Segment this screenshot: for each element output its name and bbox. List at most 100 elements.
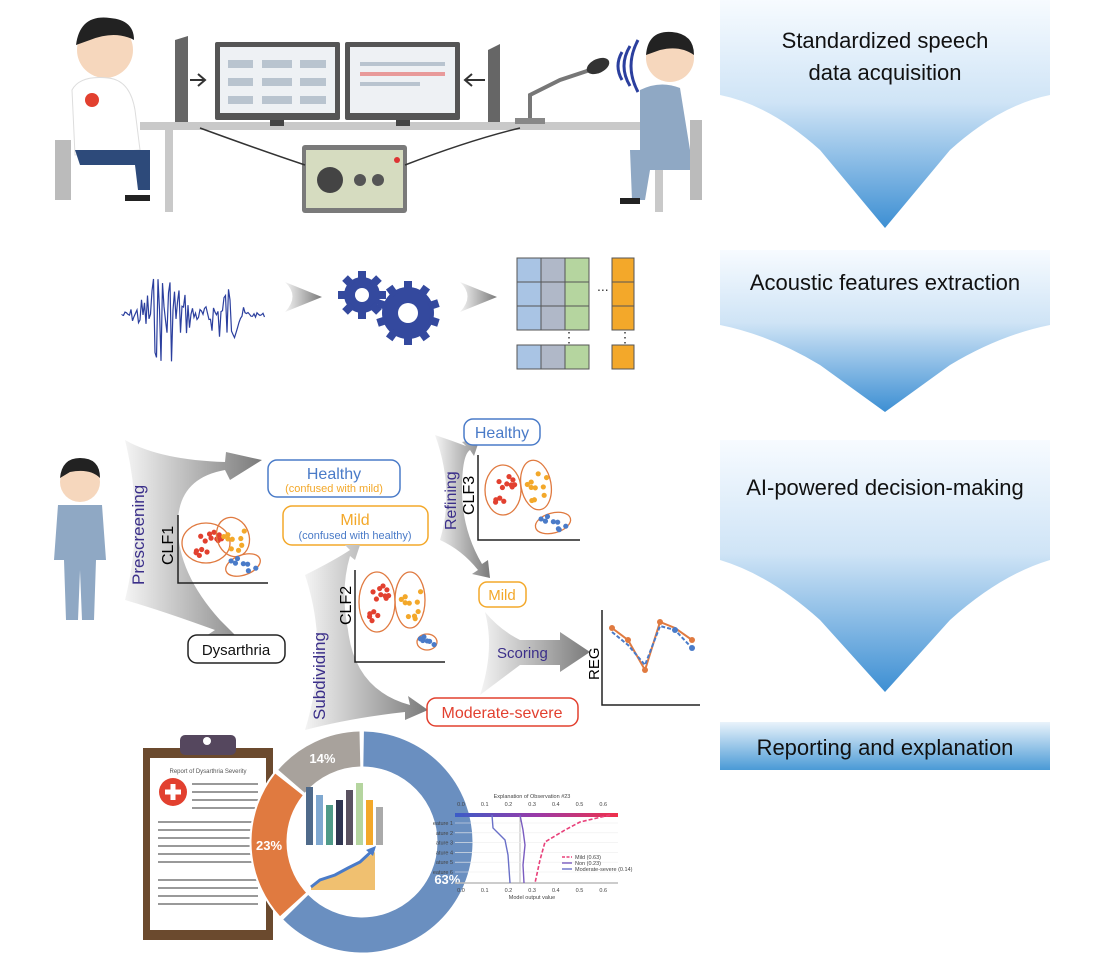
scatter-point [198,533,204,539]
cluster-ellipse [181,522,231,564]
donut-label: 14% [309,751,335,766]
x-tick-label: 0.0 [457,802,465,808]
moderate-severe-box [426,697,579,727]
healthy-final-label: Healthy [475,425,529,442]
scatter-point [531,497,538,503]
scatter-point [414,599,420,605]
report-title: Report of Dysarthria Severity [169,769,246,775]
scatter-point [235,547,242,553]
scatter-point [366,613,373,620]
gears-icon [338,271,440,345]
step-2-title: Acoustic features extraction [750,270,1020,295]
mild-explanation-line [534,814,611,884]
scatter-point [528,484,534,491]
scatter-point [535,471,541,477]
feature-cell [611,305,635,331]
scatter-point [431,641,437,648]
scoring-label: Scoring [497,645,548,662]
scatter-point [225,536,231,542]
explanation-title: Explanation of Observation #23 [494,794,571,800]
refining-label: Refining [443,471,460,530]
scatter-point [417,589,424,595]
x-tick-label: 0.1 [481,802,489,808]
scatter-point [543,474,550,481]
x-tick-label: 0.5 [576,802,584,808]
scatter-point [369,618,375,624]
scatter-point [232,560,239,566]
report-clipboard: Report of Dysarthria Severity [143,735,273,940]
feature-cell [516,281,542,307]
scatter-point [402,600,408,606]
scatter-point [411,613,418,619]
clf2-scatter: CLF2 [338,570,445,663]
feature-cell [611,257,635,283]
mini-bar [376,807,383,845]
cluster-ellipse [484,464,522,516]
scatter-point [216,532,222,538]
clf2-label: CLF2 [338,586,355,625]
doctor-side-screen [175,36,188,122]
scatter-point [239,542,245,548]
subdividing-label: Subdividing [310,632,329,720]
feature-cell [564,344,590,370]
mini-bar [316,795,323,845]
scatter-point [540,484,546,490]
clipboard-clip [180,735,236,755]
acquisition-scene [55,17,702,213]
mild-final-box [478,581,527,608]
speech-waveform [121,278,266,362]
x-tick-label: 0.6 [599,888,607,894]
donut-segment [251,731,473,953]
flow-arrow [285,282,322,312]
x-tick-label: 0.2 [505,888,513,894]
donut-label: 63% [434,872,460,887]
mild-final-label: Mild [488,587,516,604]
scatter-point [532,485,538,491]
x-tick-label: 0.4 [552,802,560,808]
trend-arrow-icon [310,849,374,889]
decision-flow: Prescreening CLF1 Healthy (confused with… [54,418,700,730]
arrow-icon [463,73,485,87]
x-tick-label: 0.2 [505,802,513,808]
x-tick-label: 0.4 [552,888,560,894]
step-3-title: AI-powered decision-making [746,475,1024,500]
scatter-point [375,612,381,619]
feature-cell [516,344,542,370]
scatter-point [245,568,252,574]
cluster-ellipse [519,459,553,511]
scatter-point [499,484,506,491]
scatter-point [555,519,561,525]
donut-segment [251,731,473,953]
doctor-monitor [215,42,340,126]
step-1-title-line1: Standardized speech [782,28,989,53]
healthy-label: Healthy [307,466,361,483]
scatter-point [501,498,507,504]
feature-label: ature 5 [436,860,453,866]
feature-cell [516,257,542,283]
feature-cell [540,281,566,307]
feature-cell [564,257,590,283]
mini-bar [366,800,373,845]
scatter-point [426,638,433,644]
refining-branch [435,435,490,578]
feature-matrix [516,257,635,370]
matrix-v-ellipsis: ⋮ [562,329,576,345]
legend-label: Moderate-severe (0.14) [575,867,633,873]
cluster-ellipse [416,633,438,651]
scatter-point [208,535,214,541]
prescreening-branch [125,440,262,640]
scatter-point [211,529,217,535]
x-tick-label: 0.3 [528,802,536,808]
mini-bar [306,787,313,845]
scatter-point [196,552,202,559]
scatter-point [504,481,510,487]
x-tick-label: 0.0 [457,888,465,894]
scatter-point [524,481,530,488]
reg-label: REG [586,647,603,680]
sound-waves-icon [616,39,640,93]
healthy-box [267,459,401,498]
legend-label: Mild (0.63) [575,855,601,861]
scatter-point [555,526,562,532]
clf1-scatter: CLF1 [160,515,268,584]
severity-donut: 63%23%14% [249,729,475,953]
